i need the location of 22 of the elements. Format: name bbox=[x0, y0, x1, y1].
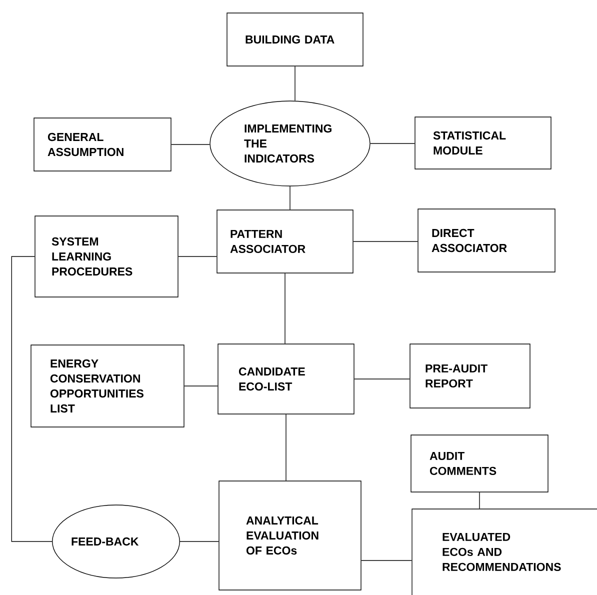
connector-line bbox=[284, 273, 286, 344]
process-box: STATISTICAL MODULE bbox=[414, 116, 552, 170]
process-box: ENERGY CONSERVATION OPPORTUNITIES LIST bbox=[30, 344, 184, 428]
open-box: EVALUATED ECOs AND RECOMMENDATIONS bbox=[412, 508, 597, 595]
process-box: AUDIT COMMENTS bbox=[410, 434, 548, 492]
process-box: SYSTEM LEARNING PROCEDURES bbox=[34, 216, 178, 298]
connector-line bbox=[353, 241, 418, 242]
connector-line bbox=[294, 66, 296, 101]
connector-line bbox=[479, 492, 480, 509]
process-box: BUILDING DATA bbox=[226, 12, 364, 66]
process-box: GENERAL ASSUMPTION bbox=[34, 118, 172, 172]
connector-line bbox=[11, 256, 52, 542]
connector-line bbox=[178, 256, 217, 257]
connector-line bbox=[354, 378, 410, 380]
connector-line bbox=[180, 541, 219, 542]
process-box: PRE-AUDIT REPORT bbox=[410, 344, 530, 408]
process-box: DIRECT ASSOCIATOR bbox=[418, 208, 556, 272]
process-box: ANALYTICAL EVALUATION OF ECOs bbox=[218, 480, 362, 590]
process-box: CANDIDATE ECO-LIST bbox=[218, 344, 354, 414]
process-box: PATTERN ASSOCIATOR bbox=[216, 210, 354, 274]
connector-line bbox=[171, 144, 210, 145]
connector-line bbox=[370, 143, 415, 144]
